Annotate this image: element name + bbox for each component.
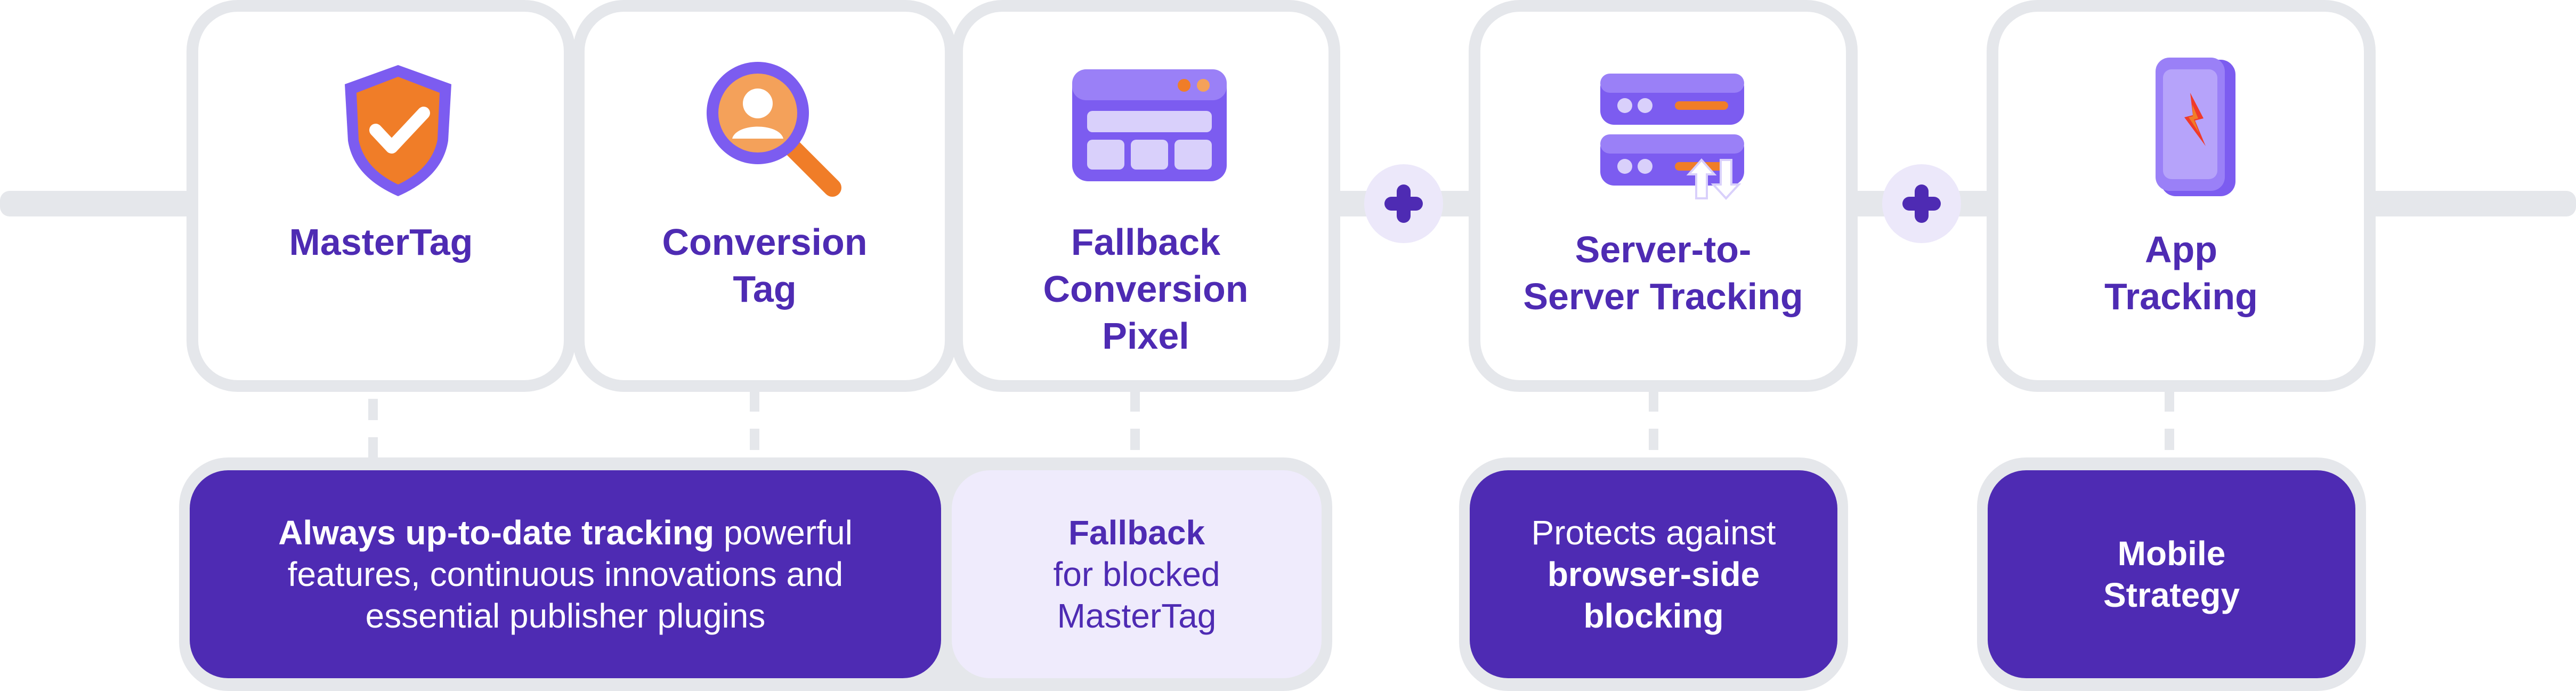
card-s2s-tracking: Server-to- Server Tracking [1469,0,1858,392]
plus-connector-1 [1364,164,1443,243]
plus-icon [1384,184,1423,223]
box-protects-against: Protects against browser-side blocking [1470,470,1837,678]
card-title: Conversion Tag [662,221,868,310]
mobile-phone-icon [2156,58,2235,196]
box-fallback: Fallback for blocked MasterTag [952,470,1322,678]
card-title: MasterTag [289,221,473,263]
dashed-connector [750,390,759,457]
user-search-icon [707,62,841,197]
card-mastertag: MasterTag [187,0,576,392]
plus-icon [1902,184,1941,223]
card-title: App Tracking [2104,229,2258,317]
card-fallback-pixel: Fallback Conversion Pixel [951,0,1340,392]
card-app-tracking: App Tracking [1987,0,2376,392]
card-conversion-tag: Conversion Tag [573,0,957,392]
card-title: Server-to- Server Tracking [1523,229,1803,317]
highlight-text: Always up-to-date tracking [278,513,715,552]
dashed-connector [1649,390,1658,457]
browser-window-icon [1072,69,1227,181]
box-mobile-strategy: Mobile Strategy [1988,470,2355,678]
dashed-connector [368,399,378,457]
box-always-up-to-date: Always up-to-date tracking powerful feat… [190,470,941,678]
dashed-connector [1130,390,1140,457]
shield-check-icon [345,65,451,196]
server-stack-icon [1600,74,1744,200]
card-title: Fallback Conversion Pixel [1043,221,1249,357]
dashed-connector [2165,390,2174,457]
plus-connector-2 [1882,164,1961,243]
